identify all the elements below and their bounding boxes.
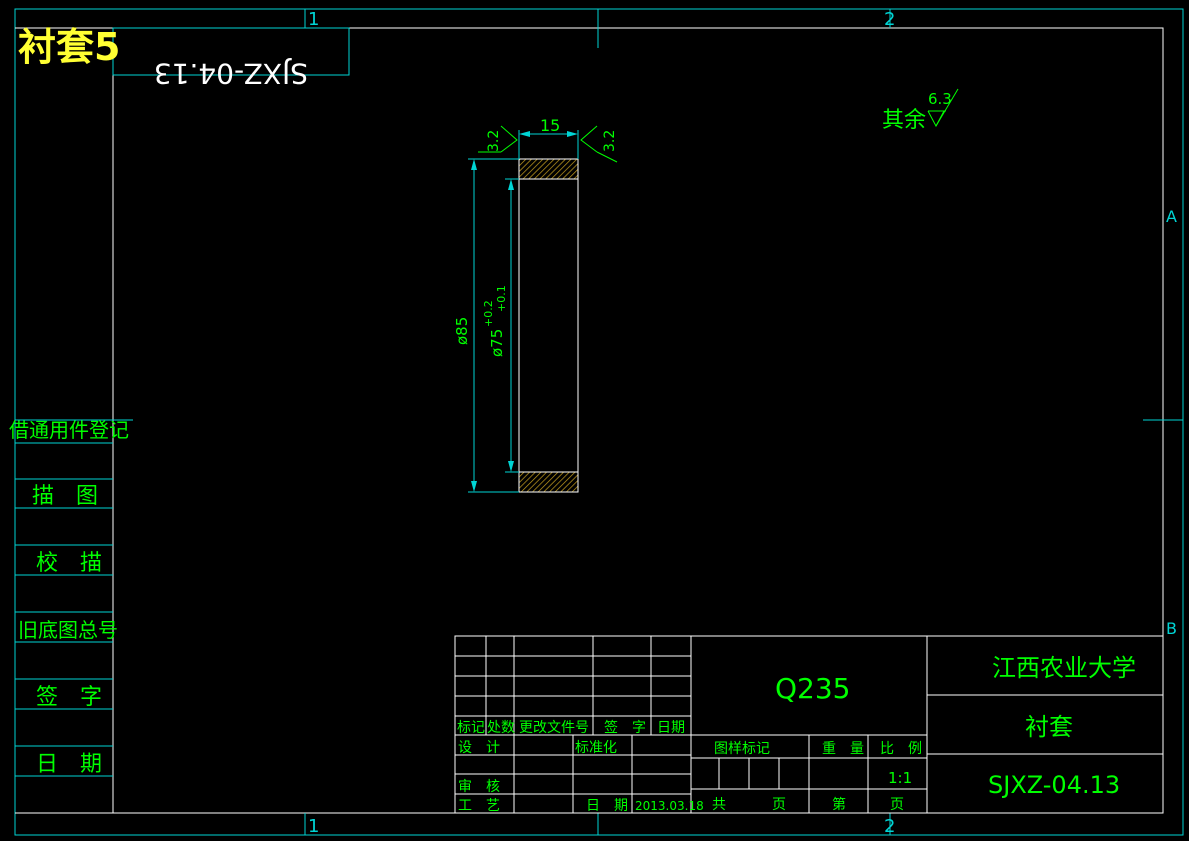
page-label-2: 页: [890, 797, 904, 813]
side-row-check: 校 描: [36, 551, 102, 576]
total-sheets-label: 共: [712, 797, 726, 813]
outer-border: [14, 8, 1184, 836]
school-name: 江西农业大学: [992, 654, 1136, 682]
mirrored-drawing-code: SJXZ-04.13: [154, 57, 308, 90]
process-label: 工 艺: [458, 798, 500, 814]
zone-label-1: 1: [308, 9, 319, 30]
side-table-header: 借通用件登记: [9, 418, 129, 442]
title-block: [454, 635, 1164, 814]
scale-value: 1:1: [888, 769, 912, 787]
drawing-number: SJXZ-04.13: [988, 771, 1120, 799]
lower-section-hatch: [519, 472, 578, 492]
length-dimension: 15: [540, 116, 560, 135]
bushing-section-view: [518, 158, 579, 493]
side-row-old-no: 旧底图总号: [18, 618, 118, 642]
roughness-right-face: 3.2: [602, 130, 618, 152]
roughness-left-face: 3.2: [486, 130, 502, 152]
rev-header-sign: 签 字: [604, 719, 646, 736]
date-label: 日 期: [586, 798, 628, 814]
roughness-other-value: 6.3: [928, 90, 952, 108]
design-label: 设 计: [458, 740, 500, 756]
side-table: [15, 419, 113, 777]
side-row-sign: 签 字: [36, 685, 102, 710]
corner-title: 衬套5: [18, 25, 120, 69]
standardize-label: 标准化: [575, 740, 617, 756]
scale-label: 比 例: [880, 741, 922, 757]
dimension-annotations: [468, 88, 959, 493]
rev-header-count: 处数: [487, 720, 515, 736]
zone-label-b: B: [1166, 619, 1177, 638]
outer-diameter-dimension: ø85: [453, 317, 471, 345]
bushing-outline: [518, 158, 579, 493]
roughness-other-label: 其余: [882, 108, 926, 133]
page-label: 页: [772, 797, 786, 813]
material-value: Q235: [775, 672, 850, 705]
upper-section-hatch: [519, 159, 578, 179]
side-row-trace: 描 图: [32, 484, 98, 509]
sheet-number-label: 第: [832, 796, 846, 813]
inner-tolerance-lower: +0.1: [495, 285, 508, 312]
zone-label-2: 2: [884, 9, 895, 30]
part-name: 衬套: [1025, 713, 1073, 741]
inner-tolerance-upper: +0.2: [482, 300, 495, 327]
side-row-date: 日 期: [36, 752, 102, 777]
inner-diameter-dimension: ø75: [488, 329, 506, 357]
rev-header-date: 日期: [657, 720, 685, 736]
mirrored-code-box: [112, 27, 350, 76]
stage-mark-label: 图样标记: [714, 741, 770, 757]
zone-label-a: A: [1166, 207, 1177, 226]
zone-label-2-bottom: 2: [884, 816, 895, 837]
rev-header-doc: 更改文件号: [519, 720, 589, 736]
rev-header-mark: 标记: [457, 720, 485, 736]
weight-label: 重 量: [822, 741, 864, 757]
review-label: 审 核: [458, 779, 500, 795]
date-value: 2013.03.18: [635, 799, 704, 813]
zone-label-1-bottom: 1: [308, 816, 319, 837]
